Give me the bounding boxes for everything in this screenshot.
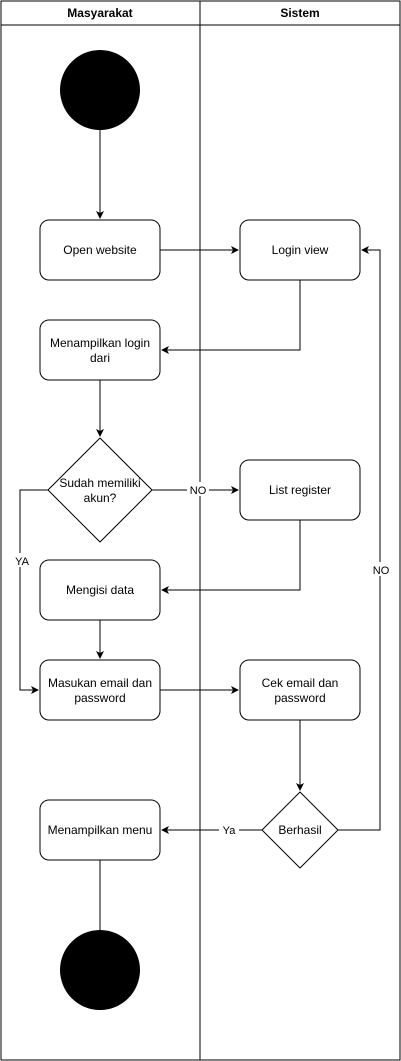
- edge-berhasil-no-to-login-view: [338, 246, 381, 831]
- lane-title-sistem: Sistem: [280, 6, 319, 20]
- action-masukan-email-label-1: Masukan email dan: [48, 676, 152, 690]
- edge-labels: NO YA NO Ya: [12, 482, 391, 837]
- edge-label-ya-menu: Ya: [223, 825, 237, 837]
- action-menampilkan-menu-label: Menampilkan menu: [48, 823, 153, 837]
- decision-berhasil-label: Berhasil: [278, 823, 321, 837]
- action-open-website: Open website: [39, 219, 161, 281]
- end-node: [60, 930, 140, 1010]
- decision-sudah-memiliki-akun-label-2: akun?: [84, 491, 117, 505]
- action-menampilkan-login-label-2: dari: [90, 351, 110, 365]
- action-mengisi-data-label: Mengisi data: [66, 583, 134, 597]
- action-open-website-label: Open website: [63, 243, 137, 257]
- action-cek-email-label-2: password: [274, 691, 325, 705]
- action-menampilkan-login: Menampilkan login dari: [39, 319, 161, 381]
- start-node: [60, 50, 140, 130]
- action-masukan-email-label-2: password: [74, 691, 125, 705]
- action-login-view: Login view: [239, 219, 361, 281]
- action-cek-email: Cek email dan password: [239, 659, 361, 721]
- action-menampilkan-menu: Menampilkan menu: [39, 799, 161, 861]
- action-cek-email-label-1: Cek email dan: [262, 676, 339, 690]
- action-mengisi-data: Mengisi data: [39, 559, 161, 621]
- edges: [19, 130, 381, 939]
- edge-label-no-register: NO: [190, 485, 207, 497]
- edge-label-ya-login: YA: [15, 556, 30, 568]
- edge-list-register-to-mengisi-data: [161, 520, 301, 594]
- lane-title-masyarakat: Masyarakat: [67, 6, 132, 20]
- edge-label-no-retry: NO: [373, 565, 390, 577]
- decision-sudah-memiliki-akun: Sudah memiliki akun?: [47, 437, 153, 543]
- action-masukan-email: Masukan email dan password: [39, 659, 161, 721]
- action-menampilkan-login-label-1: Menampilkan login: [50, 336, 150, 350]
- action-login-view-label: Login view: [272, 243, 329, 257]
- edge-login-view-to-menampilkan-login: [161, 280, 301, 354]
- action-list-register: List register: [239, 459, 361, 521]
- action-list-register-label: List register: [269, 483, 331, 497]
- decision-sudah-memiliki-akun-label-1: Sudah memiliki: [59, 476, 140, 490]
- edge-decision-ya-to-masukan-email: [19, 489, 48, 694]
- decision-berhasil: Berhasil: [261, 791, 339, 869]
